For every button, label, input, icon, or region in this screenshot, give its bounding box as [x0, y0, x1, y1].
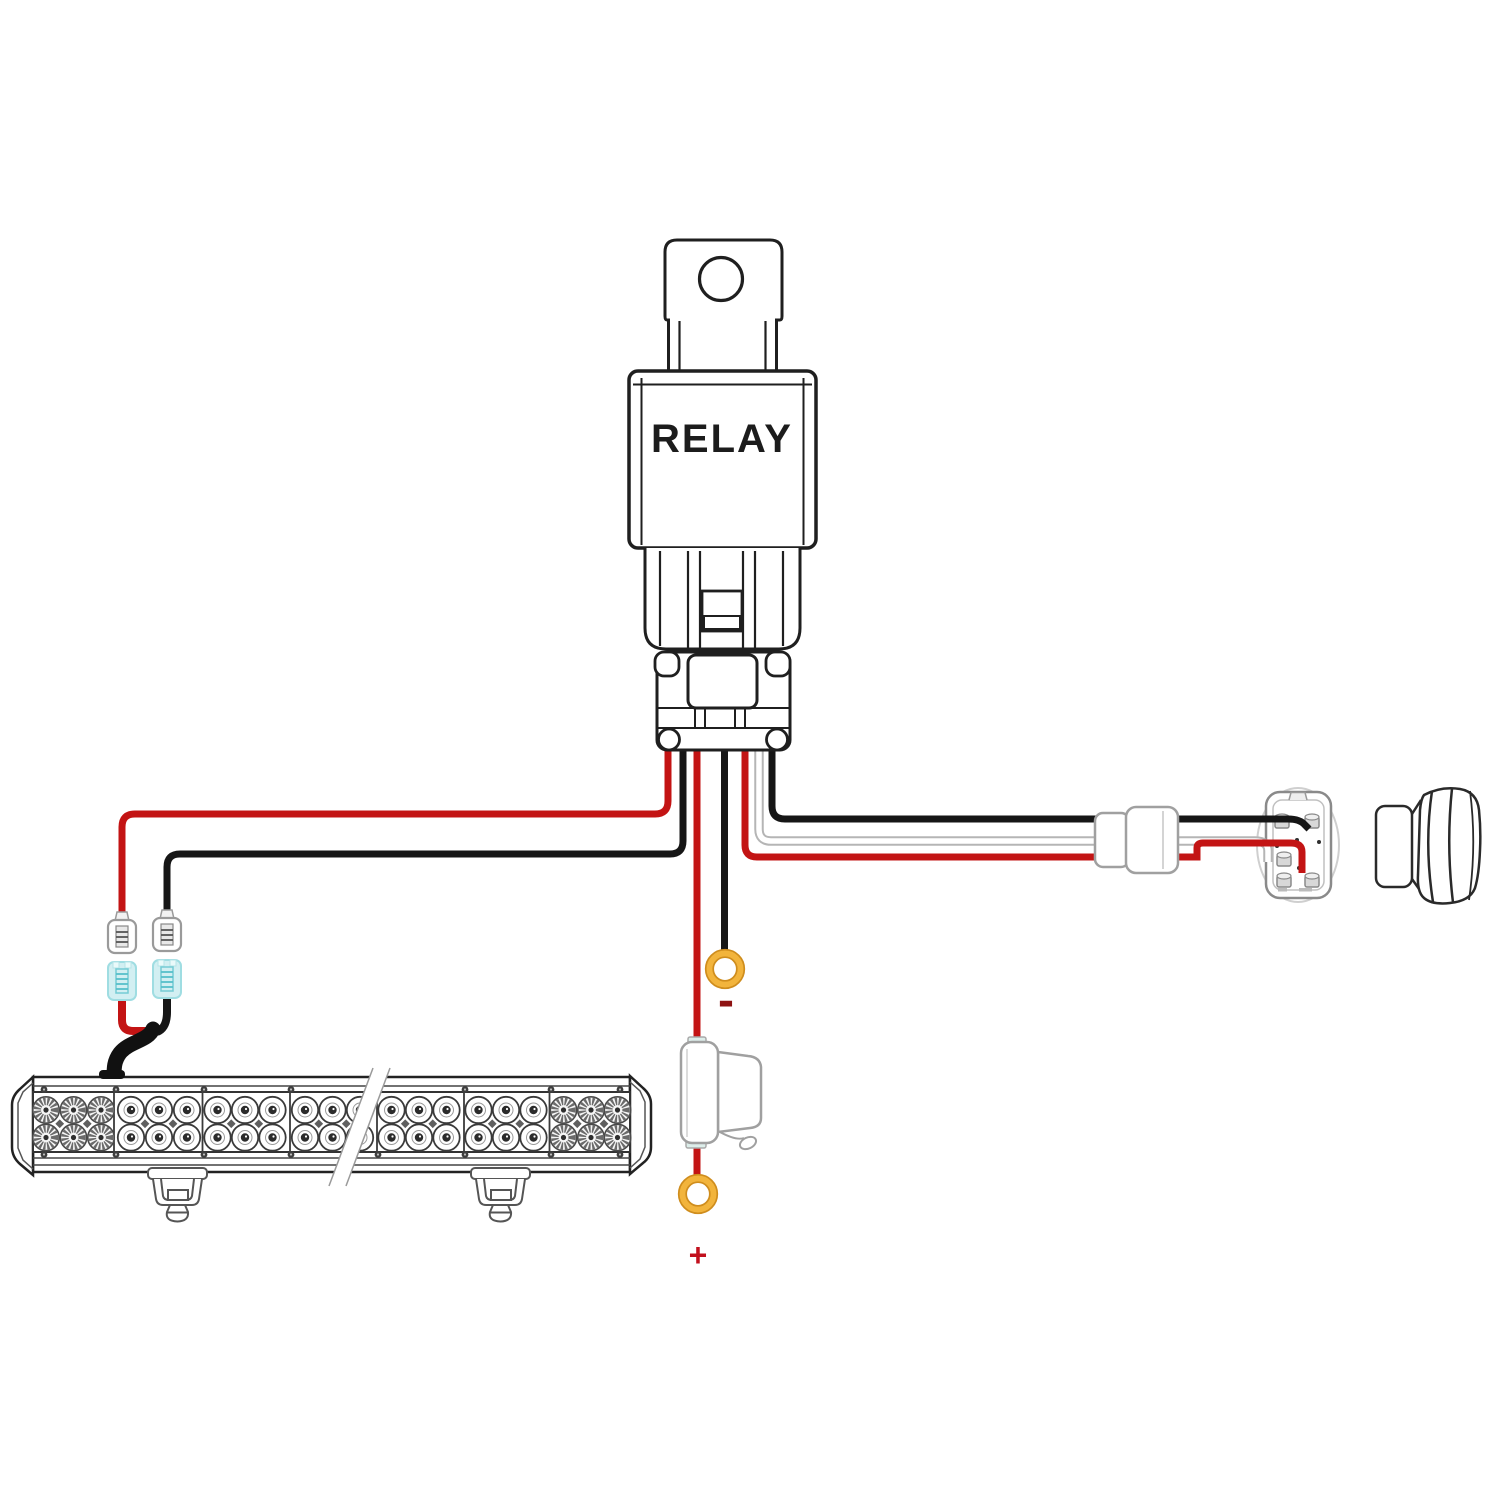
- rocker-switch-bezel: [1374, 804, 1414, 889]
- lightbar-endcap-left: [10, 1074, 35, 1178]
- inline-fuse-holder: [679, 1036, 763, 1151]
- relay-assembly: RELAY: [627, 238, 818, 752]
- switch-wires: [741, 744, 1312, 873]
- relay-socket-latch-detail: [703, 615, 741, 630]
- wire-white-relay-to-switch-outline: [754, 744, 1273, 862]
- female-fused-terminal-black: [152, 959, 182, 999]
- rocker-actuator-right-edge: [1447, 788, 1455, 903]
- relay-tab-hole: [697, 255, 745, 303]
- male-spade-terminal-red: [106, 910, 138, 955]
- wire-red-fuse-to-lightbar: [118, 998, 153, 1035]
- lightbar-break-slash: [328, 1067, 391, 1187]
- relay-connector-ear-left: [653, 650, 681, 678]
- switch-connector-key-tab: [1288, 791, 1308, 801]
- ring-terminal-positive: [679, 1175, 718, 1214]
- spade-terminals: [106, 908, 183, 1001]
- wire-black-relay-to-lightbar: [163, 744, 687, 912]
- relay-connector-mid-ribs: [694, 708, 746, 728]
- rocker-face-contour: [1468, 790, 1475, 901]
- sleeve-small-section: [1093, 811, 1131, 869]
- lightbar-bracket-left: [147, 1167, 208, 1223]
- rocker-switch-link-top: [1410, 799, 1423, 815]
- lightbar-endcap-left-inner-line: [17, 1082, 34, 1170]
- battery-lead-wires: [693, 744, 728, 1176]
- male-spade-terminal-black: [151, 908, 183, 953]
- female-fused-terminal-red: [107, 961, 137, 1001]
- wire-white-relay-to-switch: [756, 744, 1271, 862]
- relay-connector-latch-block: [686, 653, 759, 710]
- relay-connector-hole-right: [765, 727, 789, 752]
- relay-mounting-tab: [663, 238, 784, 376]
- positive-label: +: [689, 1237, 708, 1273]
- negative-label: -: [718, 974, 734, 1027]
- rocker-actuator-left-edge: [1426, 790, 1435, 903]
- sleeve-large-section: [1124, 805, 1180, 875]
- led-light-bar: [10, 1067, 653, 1223]
- fuse-holder-lanyard-loop: [738, 1135, 758, 1151]
- rocker-switch: [1374, 787, 1482, 905]
- wire-red-relay-to-switch: [741, 744, 1306, 873]
- lightbar-endcap-right-inner-line: [629, 1081, 646, 1169]
- lightbar-endcap-right: [628, 1073, 653, 1177]
- fuse-holder-lanyard: [717, 1130, 745, 1140]
- left-harness-wires: [106, 744, 687, 1086]
- wire-red-relay-to-lightbar: [118, 744, 672, 914]
- relay-label: RELAY: [651, 417, 793, 461]
- lightbar-power-cable: [106, 1021, 161, 1086]
- cable-entry-grommet: [99, 1070, 125, 1079]
- wire-black-relay-to-switch: [768, 744, 1312, 832]
- relay-connector-hole-left: [657, 727, 681, 752]
- lightbar-bracket-right: [470, 1167, 531, 1223]
- fuse-holder-body: [679, 1040, 720, 1145]
- relay-connector-ear-right: [764, 650, 792, 678]
- fuse-holder-cover: [716, 1050, 763, 1134]
- wire-harness-sleeve: [1093, 805, 1180, 875]
